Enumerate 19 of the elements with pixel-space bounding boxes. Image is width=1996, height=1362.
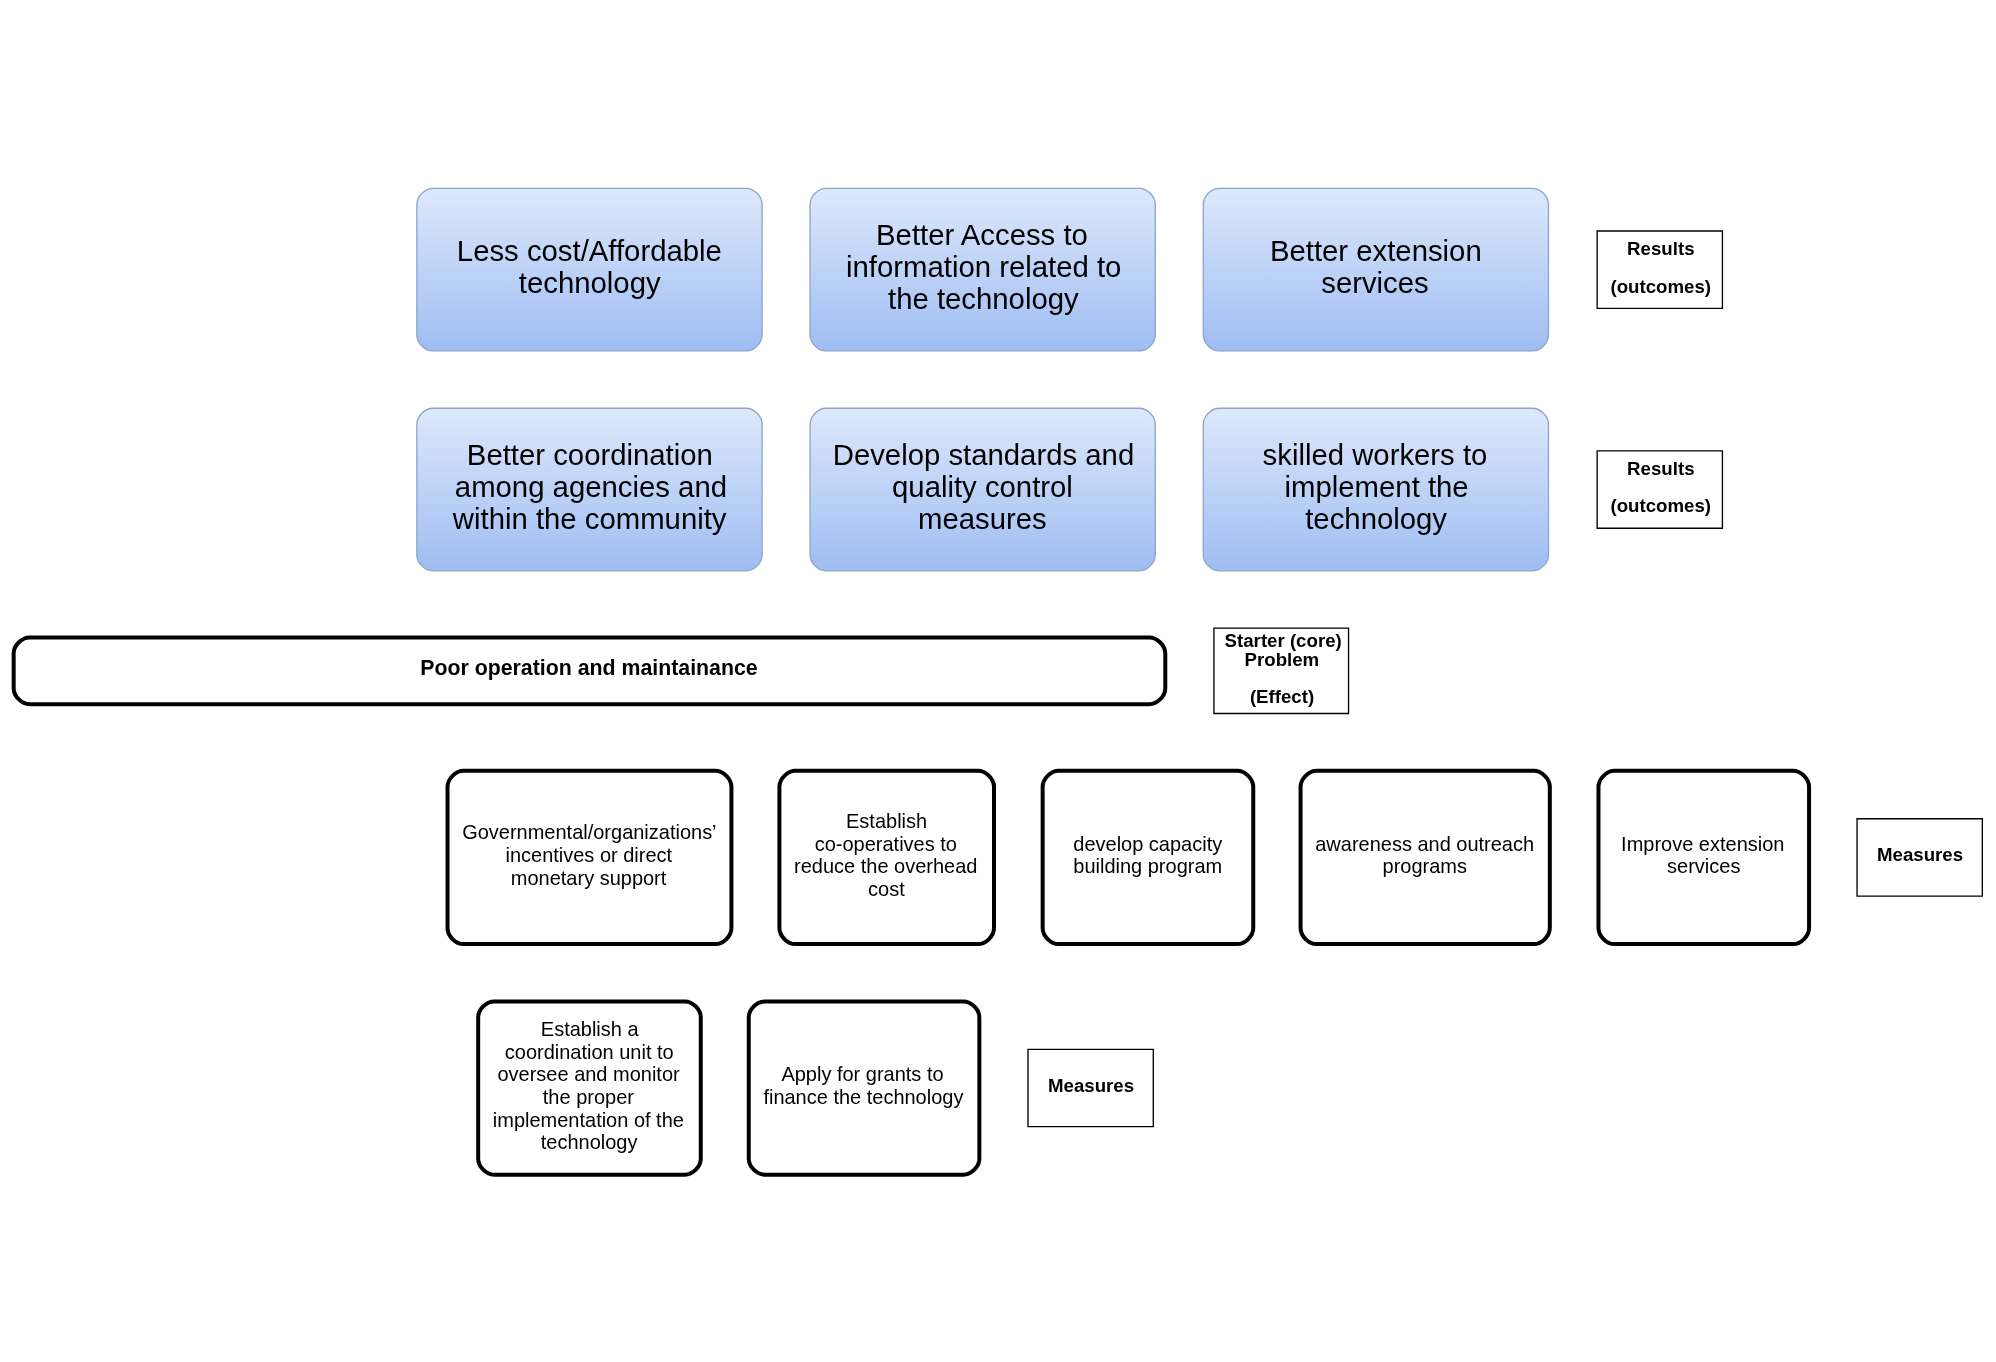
node-box: Poor operation and maintainance [11,635,1168,706]
node-box: Measures [1027,1048,1154,1127]
node-box: Establish co-operatives to reduce the overhead cost [777,768,996,946]
node-box: Results (outcomes) [1596,449,1724,529]
node-box: Better Access to information related to the technology [809,187,1156,352]
node-box: Establish a coordination unit to oversee and monitor the proper implementation of the technology [476,998,703,1177]
node-box: awareness and outreach programs [1298,768,1552,946]
node-box: Measures [1856,817,1983,897]
node-box: Starter (core) Problem (Effect) [1213,627,1350,714]
node-box: Better extension services [1202,187,1550,352]
node-box: Improve extension services [1596,768,1812,946]
node-box: Governmental/organizations’ incentives or direct monetary support [445,768,734,946]
node-box: Better coordination among agencies and within the community [416,407,763,572]
node-box: Less cost/Affordable technology [416,187,763,352]
node-box: Apply for grants to finance the technology [746,998,982,1177]
node-box: develop capacity building program [1040,768,1256,946]
node-box: Develop standards and quality control measures [809,407,1156,572]
node-box: skilled workers to implement the technology [1202,407,1550,572]
node-box: Results (outcomes) [1596,229,1724,309]
